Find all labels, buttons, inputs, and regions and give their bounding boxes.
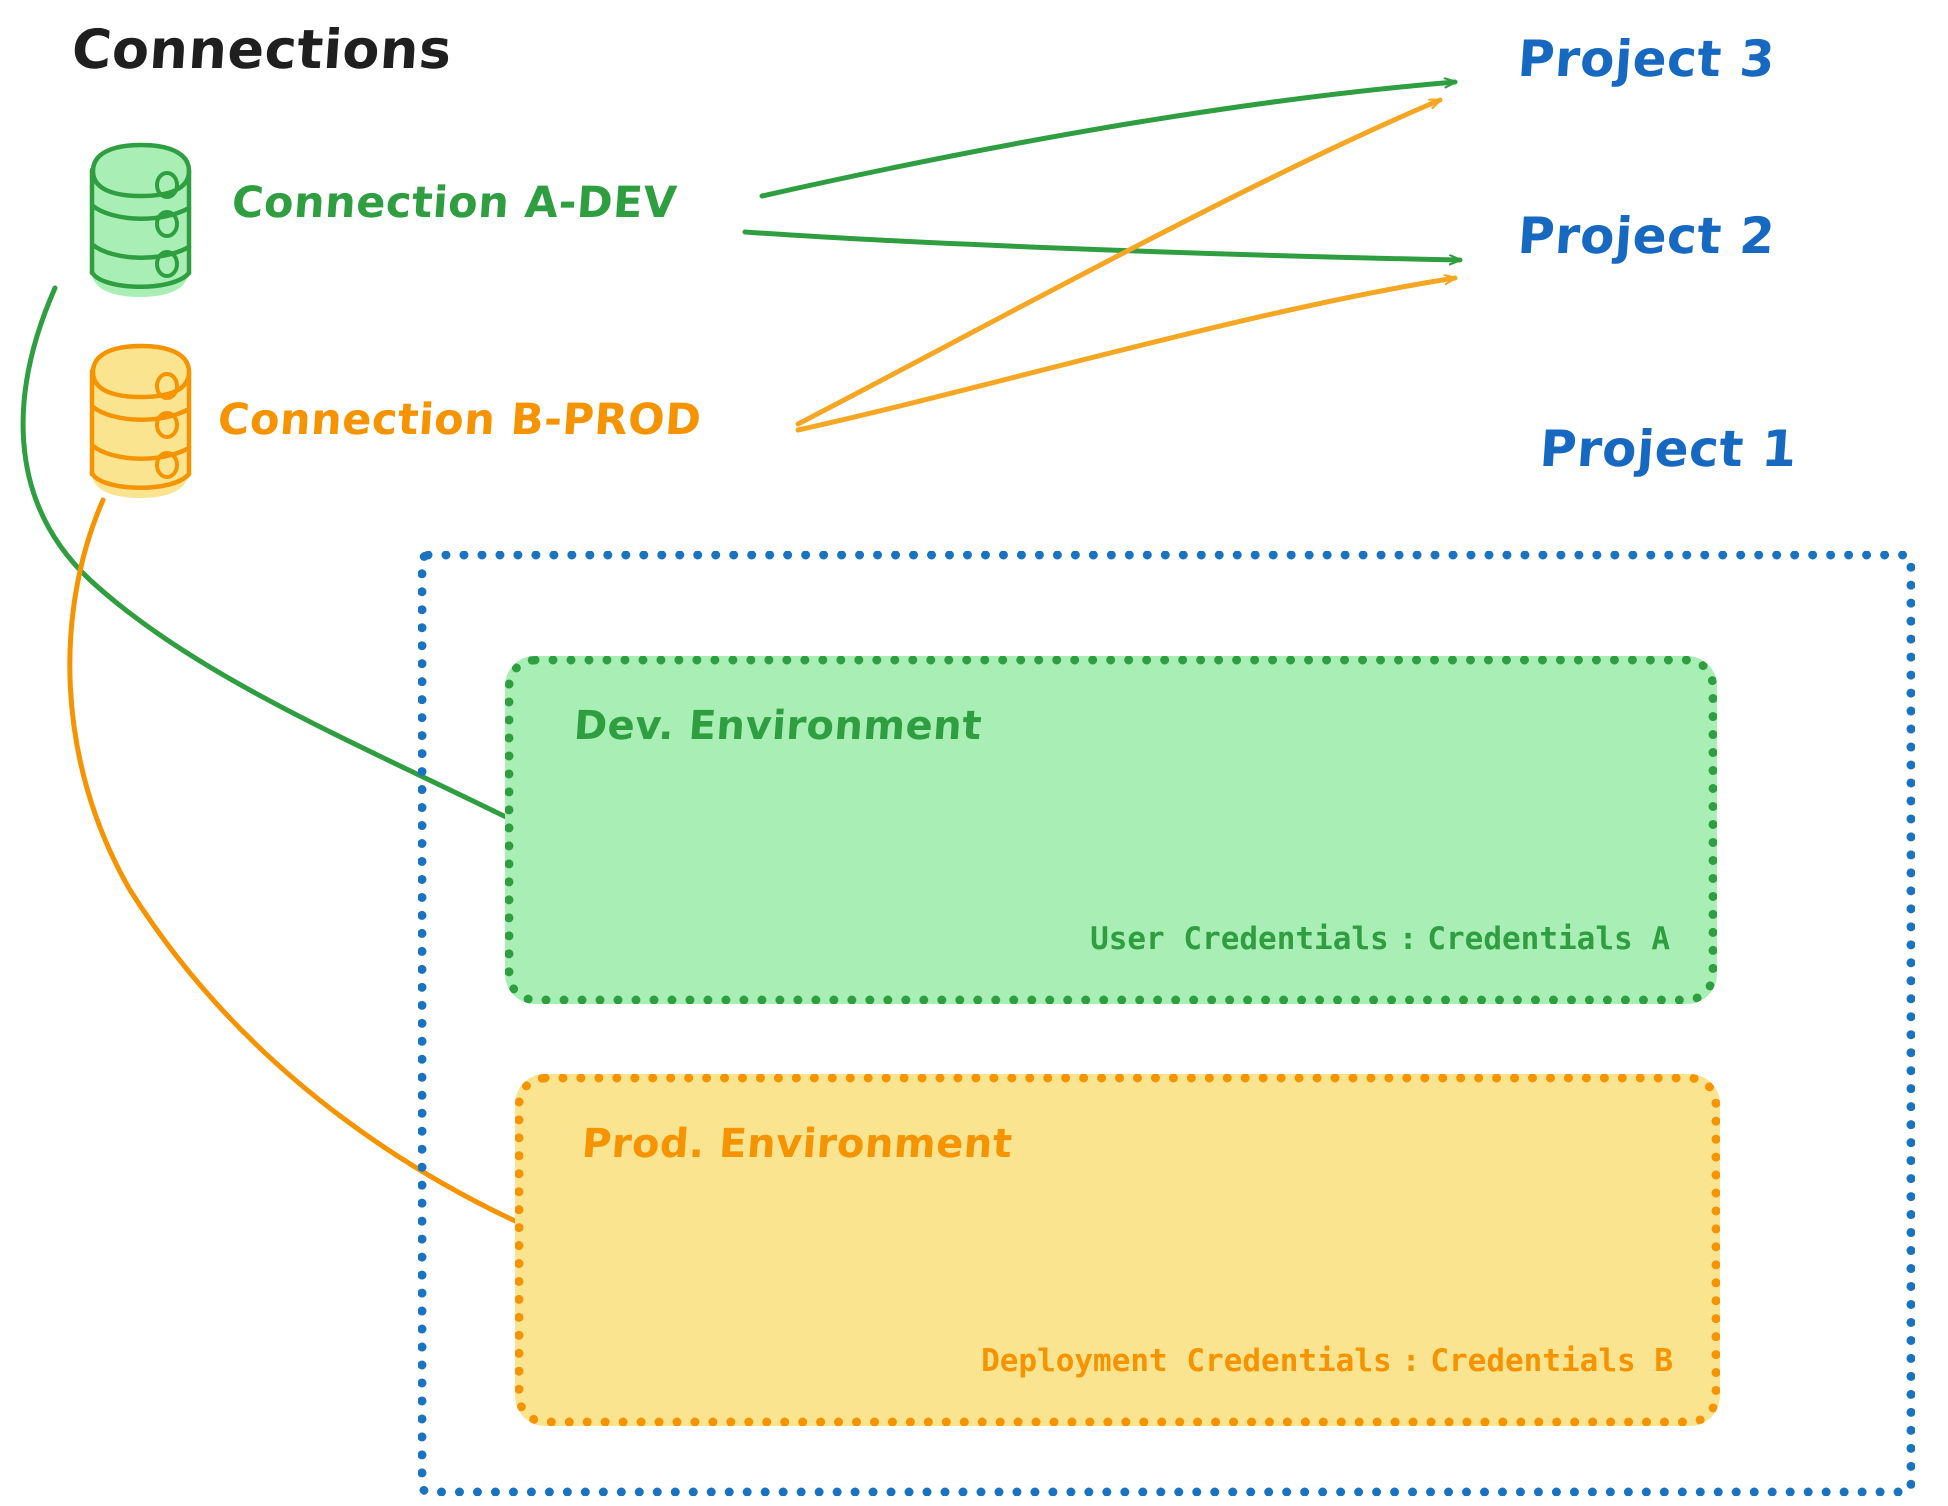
prod-environment-title: Prod. Environment — [580, 1121, 1015, 1167]
edge-b-prod-to-prod-env — [67, 497, 581, 1251]
connection-label-b-prod[interactable]: Connection B-PROD — [216, 395, 704, 445]
dev-credentials-line: User Credentials:Credentials A — [1090, 921, 1670, 957]
edge-b-prod-to-project-2 — [795, 278, 1458, 433]
prod-credentials-line: Deployment Credentials:Credentials B — [981, 1343, 1673, 1379]
project-label-project-2[interactable]: Project 2 — [1515, 207, 1777, 265]
prod-credentials-separator: : — [1401, 1343, 1421, 1379]
project-label-project-3[interactable]: Project 3 — [1515, 30, 1777, 88]
prod-credentials-value: Credentials B — [1430, 1343, 1673, 1379]
dev-environment-title: Dev. Environment — [572, 703, 984, 749]
project-1-container: Dev. Environment User Credentials:Creden… — [418, 551, 1915, 1496]
prod-environment-box[interactable]: Prod. Environment Deployment Credentials… — [515, 1074, 1720, 1426]
connection-label-a-dev[interactable]: Connection A-DEV — [230, 178, 679, 228]
dev-credentials-separator: : — [1398, 921, 1418, 957]
database-cylinder-icon-b-prod[interactable] — [89, 343, 192, 498]
edge-b-prod-to-project-3 — [795, 97, 1443, 427]
edge-a-dev-to-project-2 — [742, 229, 1463, 260]
page-title: Connections — [69, 18, 454, 81]
project-label-project-1[interactable]: Project 1 — [1537, 420, 1799, 478]
dev-environment-box[interactable]: Dev. Environment User Credentials:Creden… — [505, 656, 1717, 1004]
dev-credentials-label: User Credentials — [1090, 921, 1389, 957]
edge-a-dev-to-project-3 — [759, 82, 1458, 199]
database-cylinder-icon-a-dev[interactable] — [89, 142, 192, 297]
prod-credentials-label: Deployment Credentials — [981, 1343, 1392, 1379]
dev-credentials-value: Credentials A — [1427, 921, 1670, 957]
